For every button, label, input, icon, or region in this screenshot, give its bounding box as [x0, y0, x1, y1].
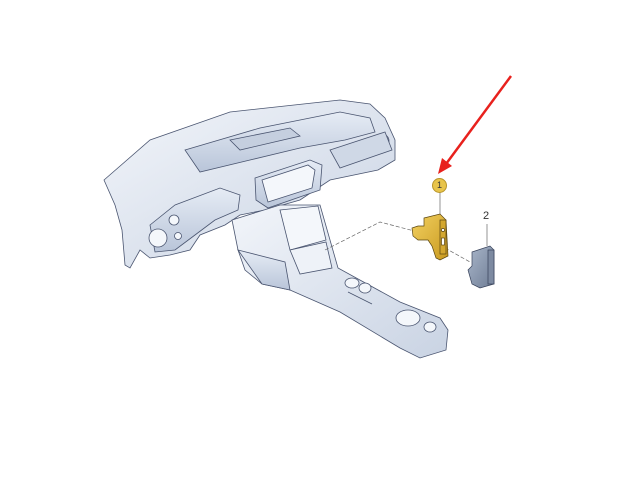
part-1-yellow-connector [411, 213, 449, 261]
part-2-grey-cover [467, 245, 495, 289]
callout-1-badge: 1 [432, 178, 447, 193]
red-arrow-annotation [438, 75, 513, 174]
leader-lines [324, 192, 488, 263]
center-console-part [231, 204, 449, 359]
dashboard-part [103, 99, 396, 269]
callout-2-label: 2 [483, 210, 490, 222]
